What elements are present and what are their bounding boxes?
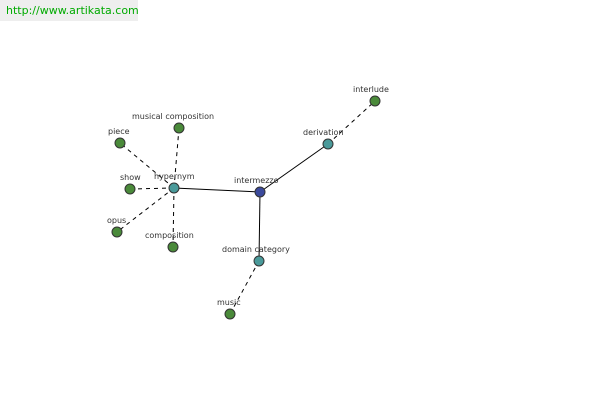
node-show[interactable]: show <box>120 173 141 195</box>
edge-hypernym-to-composition <box>172 187 175 248</box>
node-hypernym[interactable]: hypernym <box>154 172 195 194</box>
node-dot-show[interactable] <box>124 183 136 195</box>
node-piece[interactable]: piece <box>108 127 130 149</box>
node-label-show[interactable]: show <box>120 173 141 182</box>
node-domain-category[interactable]: domain category <box>222 245 290 267</box>
node-dot-interlude[interactable] <box>369 95 381 107</box>
node-opus[interactable]: opus <box>107 216 126 238</box>
node-dot-musical-composition[interactable] <box>173 122 185 134</box>
node-label-hypernym[interactable]: hypernym <box>154 172 195 181</box>
node-dot-hypernym[interactable] <box>168 182 180 194</box>
node-label-intermezzo[interactable]: intermezzo <box>234 176 279 185</box>
node-derivation[interactable]: derivation <box>303 128 343 150</box>
node-dot-domain-category[interactable] <box>253 255 265 267</box>
node-dot-composition[interactable] <box>167 241 179 253</box>
node-composition[interactable]: composition <box>145 231 194 253</box>
node-label-music[interactable]: music <box>217 298 241 307</box>
edge-intermezzo-to-domain-category <box>258 191 261 262</box>
node-interlude[interactable]: interlude <box>353 85 389 107</box>
site-url[interactable]: http://www.artikata.com <box>0 0 139 21</box>
edge-derivation-to-interlude <box>327 100 376 145</box>
node-dot-derivation[interactable] <box>322 138 334 150</box>
node-intermezzo[interactable]: intermezzo <box>234 176 279 198</box>
node-dot-opus[interactable] <box>111 226 123 238</box>
node-dot-intermezzo[interactable] <box>254 186 266 198</box>
edge-hypernym-to-opus <box>116 187 175 233</box>
node-musical-composition[interactable]: musical composition <box>132 112 214 134</box>
edge-hypernym-to-musical-composition <box>173 127 180 189</box>
node-label-piece[interactable]: piece <box>108 127 130 136</box>
node-dot-music[interactable] <box>224 308 236 320</box>
node-label-domain-category[interactable]: domain category <box>222 245 290 254</box>
edge-intermezzo-to-hypernym <box>173 187 261 193</box>
edges-layer <box>116 100 376 315</box>
edge-hypernym-to-piece <box>119 142 175 189</box>
node-label-opus[interactable]: opus <box>107 216 126 225</box>
node-label-interlude[interactable]: interlude <box>353 85 389 94</box>
nodes-layer: intermezzo hypernym derivation domain categ… <box>107 85 389 320</box>
edge-intermezzo-to-derivation <box>259 143 329 193</box>
edge-hypernym-to-show <box>129 187 175 190</box>
node-dot-piece[interactable] <box>114 137 126 149</box>
node-music[interactable]: music <box>217 298 241 320</box>
edge-domain-category-to-music <box>229 260 260 315</box>
node-label-musical-composition[interactable]: musical composition <box>132 112 214 121</box>
node-label-derivation[interactable]: derivation <box>303 128 343 137</box>
node-label-composition[interactable]: composition <box>145 231 194 240</box>
